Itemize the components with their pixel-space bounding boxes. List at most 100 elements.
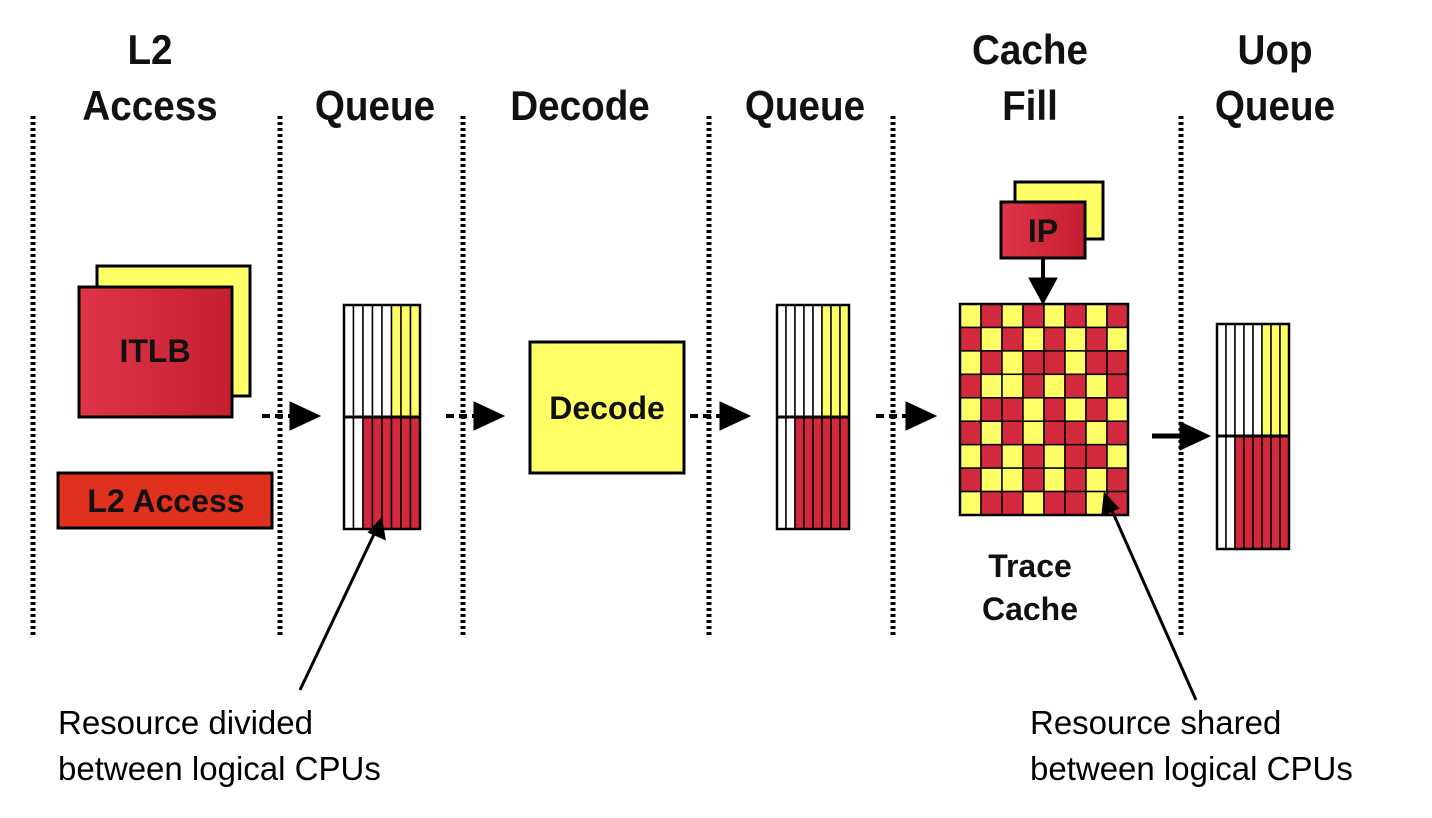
trace-cache-cell bbox=[959, 397, 982, 422]
decode-block: Decode bbox=[528, 340, 686, 475]
trace-cache-cell bbox=[959, 443, 982, 469]
stage-title-decode: Decode bbox=[488, 22, 672, 134]
trace-cache-cell bbox=[1043, 326, 1066, 352]
trace-cache-cell bbox=[1001, 490, 1024, 516]
trace-cache-cell bbox=[1043, 443, 1066, 469]
queue-slot-top bbox=[1225, 323, 1236, 437]
queue-slot-bottom bbox=[794, 416, 805, 530]
itlb-box bbox=[77, 285, 234, 419]
itlb-block: ITLB bbox=[77, 264, 252, 419]
trace-cache-cell bbox=[1064, 490, 1087, 516]
queue-slot-top bbox=[381, 304, 393, 418]
trace-cache-cell bbox=[980, 397, 1003, 422]
trace-cache-label-line2: Cache bbox=[982, 591, 1078, 627]
arrow-right-icon bbox=[876, 401, 938, 431]
queue-slot-top bbox=[1234, 323, 1245, 437]
trace-cache-cell bbox=[1085, 350, 1108, 376]
queue-slot-bottom bbox=[830, 416, 841, 530]
trace-cache-cell bbox=[980, 443, 1003, 469]
queue-slot-bottom bbox=[1279, 435, 1290, 550]
queue-slot-top bbox=[371, 304, 383, 418]
stage-title-line2: Fill bbox=[1002, 82, 1058, 129]
trace-cache-border bbox=[958, 302, 1130, 517]
stage-title-line2: Queue bbox=[1214, 82, 1336, 129]
queue-slot-bottom bbox=[409, 416, 421, 530]
stage-separators bbox=[30, 116, 1184, 638]
trace-cache-cell bbox=[1043, 350, 1066, 376]
trace-cache-cell bbox=[1064, 303, 1087, 329]
queue-slot-top bbox=[390, 304, 402, 418]
stage-title-l2-access: L2 Access bbox=[49, 22, 251, 134]
arrow-right-icon bbox=[1152, 421, 1212, 451]
queue-slot-bottom bbox=[1270, 435, 1281, 550]
stage-title-line2: Queue bbox=[314, 82, 436, 129]
trace-cache-cell bbox=[1022, 397, 1045, 422]
trace-cache-cell bbox=[1064, 467, 1087, 493]
trace-cache-cell bbox=[1106, 350, 1129, 376]
ip-label: IP bbox=[1028, 213, 1058, 249]
pointer-divided bbox=[298, 516, 386, 691]
trace-cache-cell bbox=[1085, 326, 1108, 352]
arrow-down-icon bbox=[1028, 258, 1058, 306]
l2-access-block: L2 Access bbox=[56, 471, 274, 530]
stage-title-line2: Access bbox=[82, 82, 218, 129]
queue-slot-top bbox=[830, 304, 841, 418]
itlb-label: ITLB bbox=[119, 333, 190, 369]
trace-cache-cell bbox=[959, 303, 982, 329]
trace-cache-label: Trace Cache bbox=[982, 548, 1078, 627]
l2-access-box bbox=[56, 471, 274, 530]
queue-slot-bottom bbox=[1216, 435, 1227, 550]
stage-title-line1: L2 bbox=[127, 26, 173, 73]
trace-cache-cell bbox=[1106, 397, 1129, 422]
queue-slot-top bbox=[352, 304, 364, 418]
trace-cache-grid bbox=[958, 302, 1130, 517]
queue-slot-top bbox=[1279, 323, 1290, 437]
trace-cache-cell bbox=[980, 373, 1003, 399]
trace-cache-cell bbox=[1064, 350, 1087, 376]
stage-title-line1: Cache bbox=[972, 26, 1088, 73]
queue-slot-bottom bbox=[1243, 435, 1254, 550]
arrow-right-icon bbox=[690, 401, 752, 431]
trace-cache-cell bbox=[1001, 467, 1024, 493]
trace-cache-cell bbox=[1085, 303, 1108, 329]
queue-slot-top bbox=[839, 304, 850, 418]
queue-slot-top bbox=[1243, 323, 1254, 437]
queue-slot-top bbox=[1261, 323, 1272, 437]
queue-slot-bottom bbox=[362, 416, 374, 530]
trace-cache-cell bbox=[1022, 373, 1045, 399]
queue-slot-top bbox=[362, 304, 374, 418]
trace-cache-cell bbox=[1001, 397, 1024, 422]
queue-slot-top bbox=[794, 304, 805, 418]
queue-slot-bottom bbox=[381, 416, 393, 530]
trace-cache-cell bbox=[980, 490, 1003, 516]
trace-cache-cell bbox=[1106, 420, 1129, 446]
queue-slot-bottom bbox=[371, 416, 383, 530]
caption-shared: Resource shared between logical CPUs bbox=[1030, 700, 1353, 792]
caption-divided-line1: Resource divided bbox=[58, 704, 313, 741]
trace-cache-cell bbox=[1022, 326, 1045, 352]
trace-cache-cell bbox=[1064, 397, 1087, 422]
trace-cache-cell bbox=[1085, 397, 1108, 422]
uop-queue bbox=[1215, 322, 1291, 551]
decode-label: Decode bbox=[549, 390, 665, 426]
trace-cache-cell bbox=[1022, 467, 1045, 493]
trace-cache-cell bbox=[1001, 420, 1024, 446]
queue-slot-top bbox=[409, 304, 421, 418]
caption-divided-line2: between logical CPUs bbox=[58, 750, 381, 787]
queue-slot-bottom bbox=[776, 416, 787, 530]
trace-cache-cell bbox=[980, 350, 1003, 376]
trace-cache-cell bbox=[1001, 373, 1024, 399]
queue-1 bbox=[342, 303, 422, 531]
trace-cache-cell bbox=[959, 420, 982, 446]
trace-cache-label-line1: Trace bbox=[988, 548, 1072, 584]
trace-cache-cell bbox=[1106, 303, 1129, 329]
stage-title-cache-fill: Cache Fill bbox=[938, 22, 1122, 134]
queue-slot-top bbox=[400, 304, 412, 418]
queue-slot-top bbox=[1216, 323, 1227, 437]
trace-cache-cell bbox=[959, 326, 982, 352]
trace-cache-cell bbox=[1022, 350, 1045, 376]
ip-block: IP bbox=[999, 180, 1105, 260]
caption-divided: Resource divided between logical CPUs bbox=[58, 700, 381, 792]
caption-shared-line1: Resource shared bbox=[1030, 704, 1282, 741]
